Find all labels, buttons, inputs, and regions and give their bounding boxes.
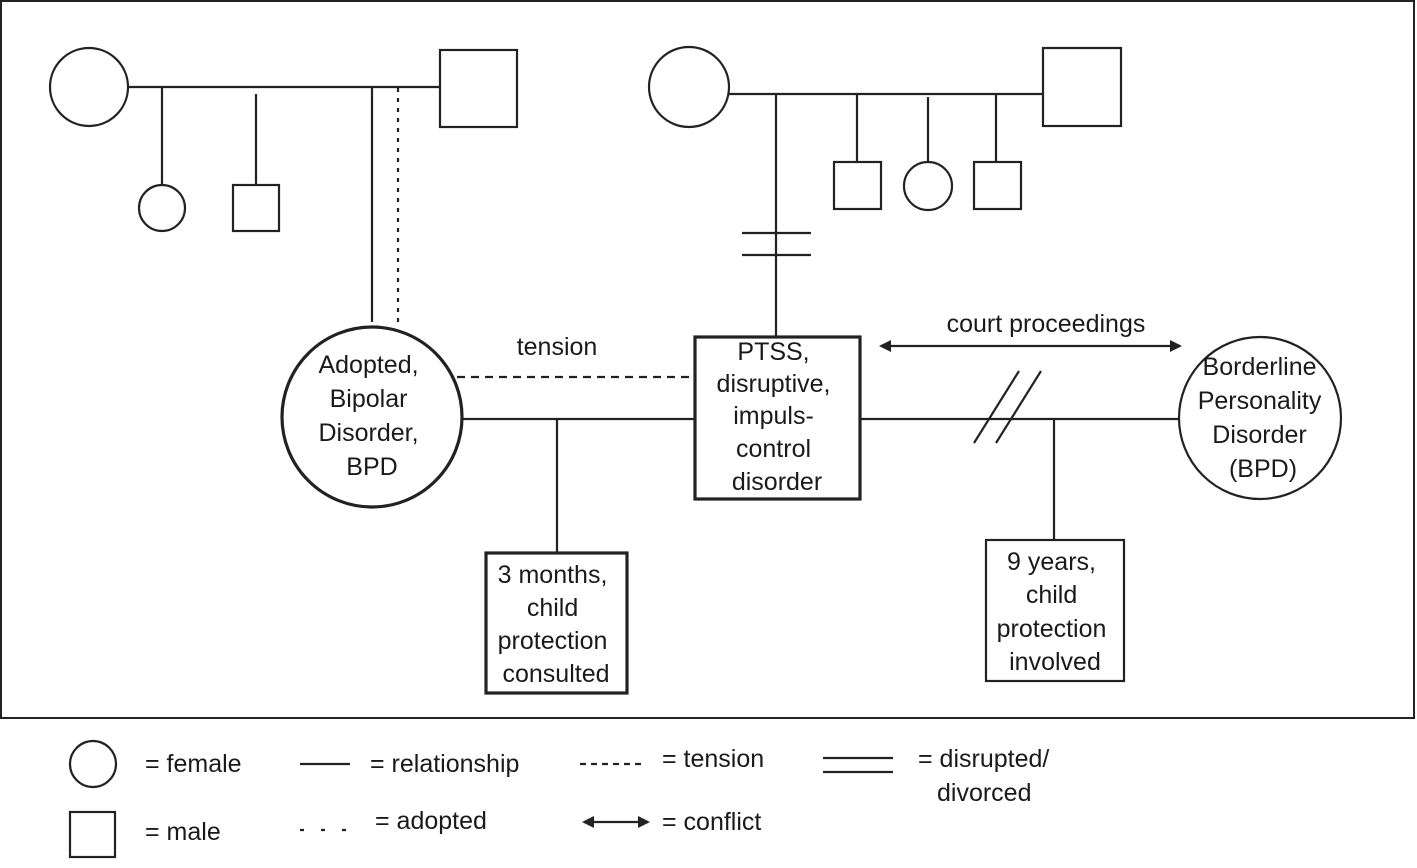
legend-divorced-label: = disrupted/ divorced bbox=[918, 745, 1056, 807]
legend-relationship-label: = relationship bbox=[370, 750, 519, 778]
paternal-family bbox=[647, 45, 1123, 338]
paternal-aunt-female bbox=[902, 160, 954, 212]
divorce-mark-1 bbox=[973, 370, 1020, 444]
ex-partner-label: Borderline Personality Disorder (BPD) bbox=[1198, 353, 1329, 483]
court-proceedings-label: court proceedings bbox=[947, 310, 1146, 338]
children-generation: 3 months, child protection consulted 9 y… bbox=[484, 419, 1126, 695]
maternal-grandmother-female bbox=[48, 46, 130, 128]
divorce-mark-2 bbox=[995, 370, 1042, 444]
infant-label: 3 months, child protection consulted bbox=[498, 561, 615, 688]
mother-female bbox=[280, 325, 464, 509]
legend-female-label: = female bbox=[145, 750, 242, 778]
older-child-label: 9 years, child protection involved bbox=[997, 548, 1114, 676]
father-label: PTSS, disruptive, impuls- control disord… bbox=[717, 338, 838, 496]
paternal-grandmother-female bbox=[647, 45, 731, 129]
legend-male-icon bbox=[68, 810, 117, 859]
older-child-male bbox=[984, 538, 1126, 683]
legend-female-icon bbox=[68, 739, 118, 789]
mother-label: Adopted, Bipolar Disorder, BPD bbox=[318, 351, 425, 481]
legend-conflict-label: = conflict bbox=[662, 808, 761, 836]
maternal-grandfather-male bbox=[438, 48, 519, 129]
legend-tension-label: = tension bbox=[662, 745, 764, 773]
infant-male bbox=[484, 551, 629, 695]
maternal-aunt-female bbox=[137, 183, 187, 233]
ex-partner-female bbox=[1177, 335, 1343, 501]
paternal-uncle-2-male bbox=[972, 160, 1023, 211]
legend-adopted-label: = adopted bbox=[375, 807, 487, 835]
father-male bbox=[693, 335, 862, 501]
parent-generation: Adopted, Bipolar Disorder, BPD PTSS, dis… bbox=[280, 310, 1343, 509]
legend-male-label: = male bbox=[145, 818, 221, 846]
tension-label: tension bbox=[517, 333, 598, 361]
paternal-grandfather-male bbox=[1041, 46, 1123, 128]
paternal-uncle-1-male bbox=[832, 160, 883, 211]
diagram-frame bbox=[0, 0, 1415, 719]
maternal-family bbox=[48, 46, 519, 326]
legend: = female = male = relationship = adopted… bbox=[68, 739, 1056, 859]
maternal-uncle-male bbox=[231, 183, 281, 233]
